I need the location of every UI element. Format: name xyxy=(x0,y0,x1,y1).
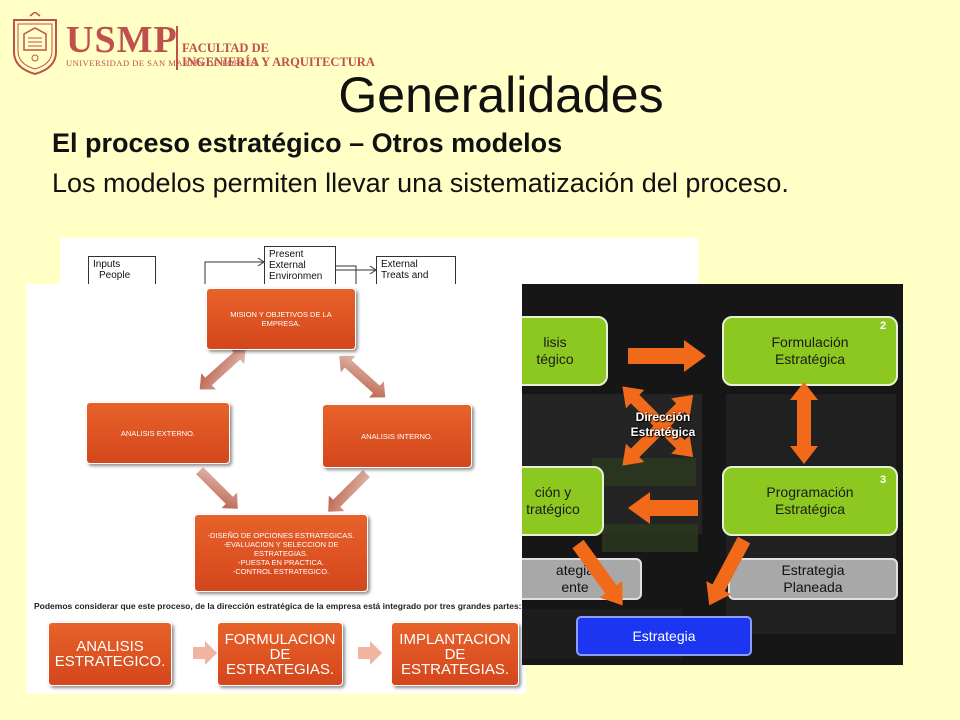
estrategia-box: Estrategia xyxy=(576,616,752,656)
implantacion-estrategias-box: IMPLANTACION DE ESTRATEGIAS. xyxy=(391,622,519,686)
direccion-cross-arrows xyxy=(622,386,694,466)
strategic-direction-diagram: lisis tégico Formulación Estratégica 2 c… xyxy=(522,284,903,665)
analisis-externo-box: ANALISIS EXTERNO. xyxy=(86,402,230,464)
university-name: UNIVERSIDAD DE SAN MARTÍN DE PORRES xyxy=(66,58,258,68)
back-connectors xyxy=(204,257,377,289)
people-label: People xyxy=(99,270,131,281)
strategic-process-diagram: MISION Y OBJETIVOS DE LA EMPRESA. ANALIS… xyxy=(26,284,526,694)
brand-name: USMP xyxy=(66,19,178,61)
university-seal-icon xyxy=(13,12,57,76)
step-number-2: 2 xyxy=(880,320,887,332)
direccion-estrategica-label: Dirección Estratégica xyxy=(630,410,696,439)
slide-paragraph: Los modelos permiten llevar una sistemat… xyxy=(52,168,789,198)
analisis-estrategico-box: ANALISIS ESTRATEGICO. xyxy=(48,622,172,686)
process-note: Podemos considerar que este proceso, de … xyxy=(34,601,522,611)
cycle-arrows xyxy=(193,347,386,665)
arrow-programacion-to-estrategia xyxy=(706,536,751,606)
slide-subtitle: El proceso estratégico – Otros modelos xyxy=(52,128,563,158)
analisis-estrategico-box: lisis tégico xyxy=(522,316,608,386)
diseno-opciones-box: -DISEÑO DE OPCIONES ESTRATEGICAS. -EVALU… xyxy=(194,514,368,592)
programacion-estrategica-box: Programación Estratégica xyxy=(722,466,898,536)
flow-arrows xyxy=(572,340,818,606)
faculty-line-1: FACULTAD DE xyxy=(182,41,269,55)
mision-box: MISION Y OBJETIVOS DE LA EMPRESA. xyxy=(206,288,356,350)
header-divider xyxy=(176,26,178,70)
arrow-step2-step3 xyxy=(358,641,382,665)
arrow-mision-interno xyxy=(339,355,386,398)
accion-estrategica-box: ción y tratégico xyxy=(522,466,604,536)
arrow-formulacion-programacion xyxy=(790,382,818,464)
arrow-externo-diseno xyxy=(196,467,238,509)
arrow-interno-diseno xyxy=(328,470,370,512)
analisis-interno-box: ANALISIS INTERNO. xyxy=(322,404,472,468)
faculty-line-2: INGENIERÍA Y ARQUITECTURA xyxy=(182,55,375,69)
estrategia-planeada-box: Estrategia Planeada xyxy=(728,558,898,600)
arrow-mision-externo xyxy=(199,347,246,390)
inputs-label: Inputs xyxy=(93,259,121,270)
formulacion-estrategias-box: FORMULACION DE ESTRATEGIAS. xyxy=(217,622,343,686)
arrow-accion-to-estrategia xyxy=(572,539,623,606)
formulacion-estrategica-box: Formulación Estratégica xyxy=(722,316,898,386)
step-number-3: 3 xyxy=(880,474,887,486)
arrow-to-formulacion xyxy=(628,340,706,372)
slide-title: Generalidades xyxy=(338,67,664,123)
arrow-step1-step2 xyxy=(193,641,217,665)
arrow-to-accion xyxy=(628,492,698,524)
